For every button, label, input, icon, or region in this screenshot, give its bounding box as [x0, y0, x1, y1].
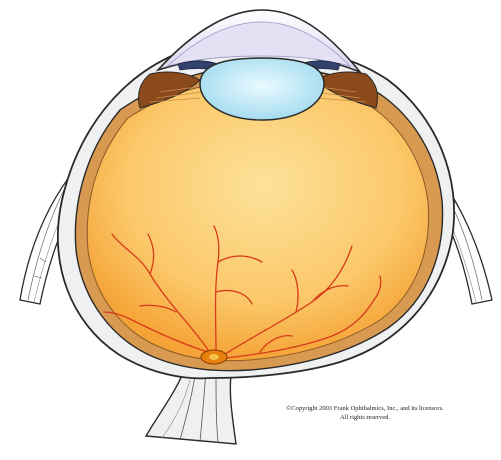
copyright-line-2: All rights reserved. [244, 413, 486, 422]
optic-cup [209, 354, 219, 360]
copyright-line-1: ©Copyright 2003 Frank Ophthalmics, Inc.,… [244, 404, 486, 413]
vitreous-body [87, 80, 428, 361]
lens [200, 58, 324, 120]
copyright-notice: ©Copyright 2003 Frank Ophthalmics, Inc.,… [244, 404, 486, 422]
